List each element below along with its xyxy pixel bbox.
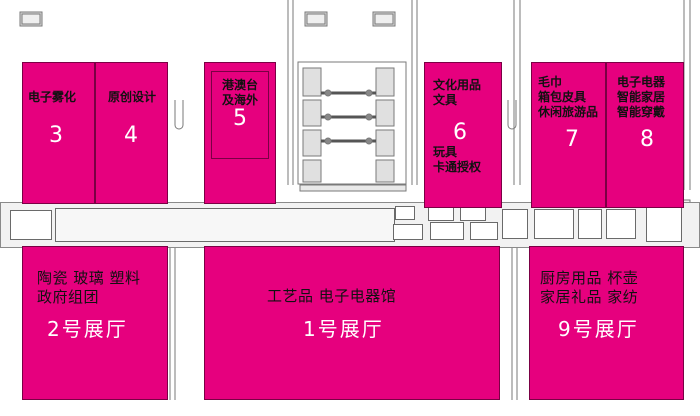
corridor-block bbox=[646, 206, 682, 242]
hall-5-category: 港澳台 及海外 bbox=[222, 78, 259, 107]
corridor-block bbox=[430, 222, 464, 240]
hall-7-category: 毛巾 箱包皮具 休闲旅游品 bbox=[538, 75, 599, 119]
hall-4[interactable]: 原创设计 4 bbox=[95, 62, 168, 204]
hall-1[interactable]: 工艺品 电子电器馆 1号展厅 bbox=[204, 246, 500, 400]
hall-6-number: 6 bbox=[453, 120, 467, 145]
corridor-block bbox=[395, 206, 415, 220]
hall-3[interactable]: 电子雾化 3 bbox=[22, 62, 95, 204]
hall-7-number: 7 bbox=[565, 127, 579, 152]
hall-6-category-2: 玩具 卡通授权 bbox=[433, 145, 482, 174]
corridor-block bbox=[578, 209, 602, 239]
hall-3-category: 电子雾化 bbox=[28, 90, 77, 104]
hall-7[interactable]: 毛巾 箱包皮具 休闲旅游品 7 bbox=[531, 62, 606, 208]
hall-1-category: 工艺品 电子电器馆 bbox=[267, 287, 397, 305]
hall-4-number: 4 bbox=[124, 123, 138, 148]
hall-2[interactable]: 陶瓷 玻璃 塑料 政府组团 2号展厅 bbox=[22, 246, 168, 400]
hall-6-category: 文化用品 文具 bbox=[433, 78, 482, 107]
hall-8[interactable]: 电子电器 智能家居 智能穿戴 8 bbox=[606, 62, 684, 208]
hall-3-number: 3 bbox=[49, 123, 63, 148]
corridor-block bbox=[460, 207, 486, 221]
corridor-walkway bbox=[55, 208, 395, 242]
hall-5[interactable]: 港澳台 及海外 5 bbox=[204, 62, 276, 204]
corridor-block bbox=[10, 210, 52, 240]
hall-9[interactable]: 厨房用品 杯壶 家居礼品 家纺 9号展厅 bbox=[529, 246, 684, 400]
hall-8-category: 电子电器 智能家居 智能穿戴 bbox=[617, 75, 666, 119]
hall-4-category: 原创设计 bbox=[108, 90, 157, 104]
hall-1-name: 1号展厅 bbox=[303, 317, 384, 341]
corridor-block bbox=[428, 207, 454, 221]
corridor-block bbox=[393, 224, 423, 240]
hall-5-number: 5 bbox=[233, 106, 247, 131]
hall-2-category: 陶瓷 玻璃 塑料 政府组团 bbox=[37, 269, 141, 306]
hall-2-name: 2号展厅 bbox=[47, 317, 128, 341]
corridor-block bbox=[606, 209, 636, 239]
corridor-block bbox=[534, 209, 574, 239]
hall-9-category: 厨房用品 杯壶 家居礼品 家纺 bbox=[540, 269, 639, 306]
hall-9-name: 9号展厅 bbox=[558, 317, 639, 341]
corridor-block bbox=[470, 222, 498, 240]
hall-6[interactable]: 文化用品 文具 6 玩具 卡通授权 bbox=[424, 62, 502, 208]
corridor-block bbox=[502, 209, 528, 239]
hall-8-number: 8 bbox=[640, 127, 654, 152]
